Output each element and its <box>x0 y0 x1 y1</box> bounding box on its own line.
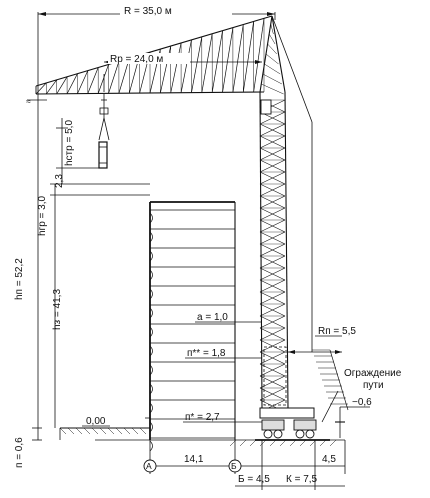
crane-jib <box>35 15 273 95</box>
h-gr-label: hгр = 3,0 <box>37 195 48 236</box>
width-building-label: 14,1 <box>184 454 204 465</box>
h-zap-label: 2,3 <box>54 174 65 188</box>
hook-and-load <box>98 94 110 169</box>
radius-max-label: R = 35,0 м <box>124 6 172 17</box>
dist-b-label: Б = 4,5 <box>238 474 270 485</box>
axis-b-label: Б <box>231 461 237 471</box>
crane-base <box>255 407 330 441</box>
a-clear-label: а = 1,0 <box>197 312 228 323</box>
left-dimensions: hп = 52,2 п = 0,6 hз = 41,3 hгр = 3,0 hс… <box>14 92 150 468</box>
h-p-label: hп = 52,2 <box>14 258 25 300</box>
dist-k-label: К = 7,5 <box>286 474 318 485</box>
n-two-label: п** = 1,8 <box>187 348 226 359</box>
radius-work-dimension: Rр = 24,0 м <box>103 53 262 92</box>
axis-a-label: А <box>146 461 152 471</box>
h-strop-label: hстр = 5,0 <box>64 120 75 166</box>
fence-label-line1: Ограждение <box>344 368 402 379</box>
r-tail-label: Rп = 5,5 <box>318 326 356 337</box>
n-depth-label: п = 0,6 <box>14 437 25 468</box>
h-z-label: hз = 41,3 <box>52 289 63 330</box>
fence-depth-label: −0,6 <box>352 397 372 408</box>
annotations: а = 1,0 п** = 1,8 п* = 2,7 Rп = 5,5 Огра… <box>183 312 402 438</box>
building <box>145 201 236 452</box>
n-one-label: п* = 2,7 <box>185 412 220 423</box>
radius-work-label: Rр = 24,0 м <box>110 54 163 65</box>
level-zero-label: 0,00 <box>86 416 106 427</box>
fence-label-line2: пути <box>363 380 384 391</box>
bottom-dimensions: А Б 14,1 4,5 Б = 4,5 К = 7,5 <box>143 440 346 490</box>
radius-max-dimension: R = 35,0 м <box>37 5 276 92</box>
svg-text:≈: ≈ <box>26 96 31 106</box>
dist-track-label: 4,5 <box>322 454 336 465</box>
crane-tower <box>259 15 313 413</box>
